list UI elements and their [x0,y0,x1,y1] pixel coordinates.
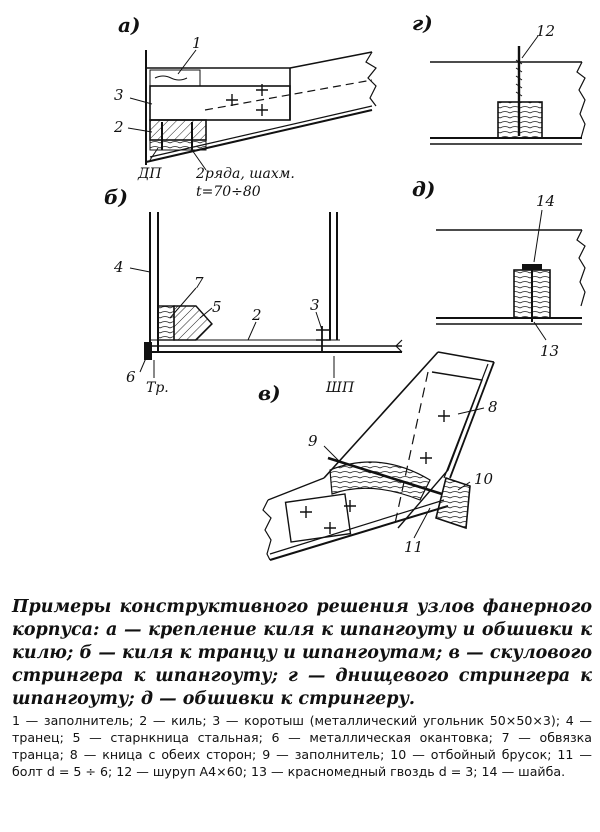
annotation-rows: 2ряда, шахм. [195,166,295,182]
callout-11: 11 [404,538,423,556]
callout-2-a: 2 [113,118,124,136]
callout-10: 10 [474,470,494,488]
legend-item-13: 13 — красномедный гвоздь d = 3; [251,764,478,779]
callout-12: 12 [536,22,555,40]
legend-item-11: 11 — болт d = 5 ÷ 6; [12,747,592,779]
legend-item-4: 4 — транец; [12,713,593,745]
panel-a-label: а) [118,13,140,37]
legend-item-1: 1 — заполнитель; [12,713,134,728]
callout-9: 9 [308,432,318,450]
legend-item-10: 10 — отбойный брусок; [390,747,552,762]
callout-8: 8 [488,398,498,416]
legend-item-8: 8 — кница с обеих сторон; [69,747,257,762]
callout-3-b: 3 [310,296,320,314]
legend-item-2: 2 — киль; [139,713,207,728]
annotation-shp: ШП [325,380,355,396]
figure-caption: Примеры конструктивного решения узлов фа… [12,597,592,709]
panel-d-label: д) [412,177,435,201]
callout-13: 13 [540,342,559,360]
callout-14: 14 [536,192,555,210]
callout-1: 1 [192,34,202,52]
legend-item-5: 5 — старнкница стальная; [72,730,263,745]
panel-g-label: г) [412,11,433,35]
panel-a-drawing: а) 1 3 2 ДП 2ряда, шахм. [113,13,377,200]
legend-item-6: 6 — металлическая окантовка; [271,730,493,745]
legend-item-12: 12 — шуруп А4×60; [116,764,247,779]
technical-drawing: а) 1 3 2 ДП 2ряда, шахм. [104,11,586,561]
annotation-tr: Тр. [146,380,169,396]
callout-4: 4 [113,258,124,276]
legend-item-3: 3 — коротыш (металлический угольник 50×5… [212,713,561,728]
panel-v-drawing: в) 8 9 10 11 [258,351,498,561]
legend-item-14: 14 — шайба. [481,764,566,779]
callout-5: 5 [212,298,222,316]
panel-b-drawing: б) 4 7 5 2 3 6 Тр. [104,185,403,396]
panel-b-label: б) [104,185,128,209]
legend-item-7: 7 — обвязка транца; [12,730,592,762]
callout-3-a: 3 [114,86,124,104]
legend-item-9: 9 — заполнитель; [262,747,385,762]
annotation-dp: ДП [137,166,162,182]
panel-g-drawing: г) 12 [412,11,586,145]
figure-legend: 1 — заполнитель; 2 — киль; 3 — коротыш (… [12,712,592,780]
panel-d-drawing: д) 14 13 [412,177,586,360]
callout-7: 7 [194,274,204,292]
callout-6: 6 [126,368,136,386]
callout-2-b: 2 [251,306,262,324]
annotation-pitch: t=70÷80 [196,184,261,200]
panel-v-label: в) [258,381,281,405]
